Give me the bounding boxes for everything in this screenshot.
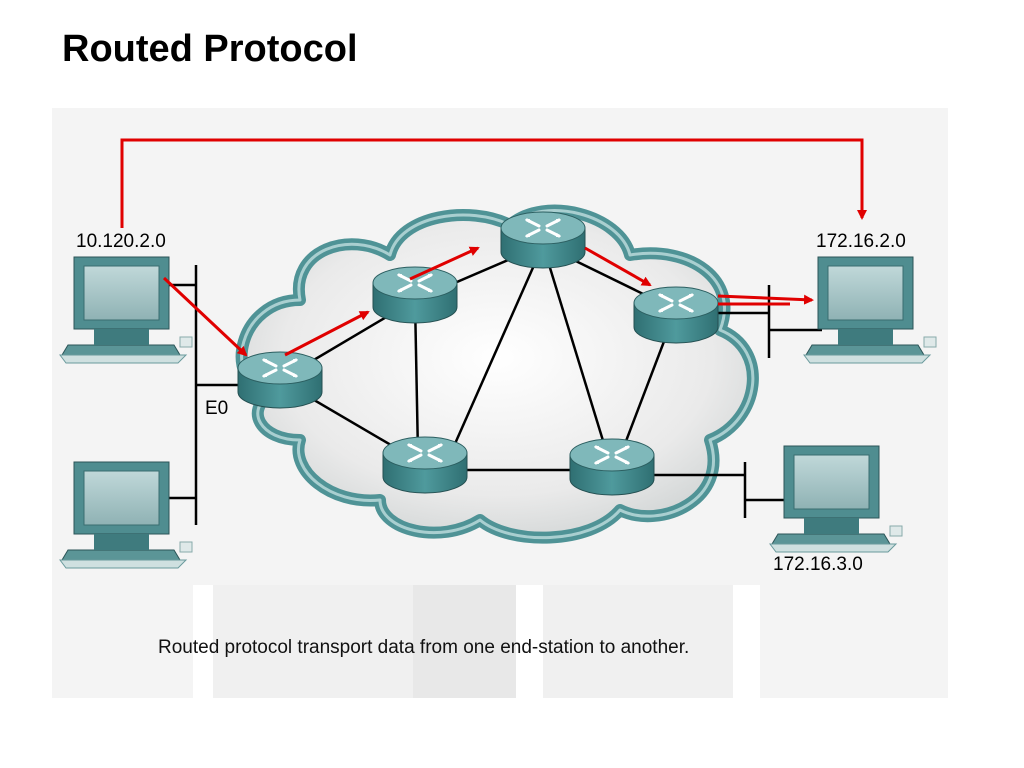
router-icon-bottom-right: [568, 437, 656, 497]
page-title: Routed Protocol: [62, 28, 358, 70]
interface-label: E0: [205, 398, 228, 419]
caption-bar: Routed protocol transport data from one …: [158, 585, 760, 698]
computer-icon-destination: [803, 256, 937, 364]
router-icon-bottom-left: [381, 435, 469, 495]
router-icon-right: [632, 285, 720, 345]
diagram-caption: Routed protocol transport data from one …: [158, 637, 689, 658]
computer-icon-bottom-left: [59, 461, 193, 569]
computer-icon-bottom-right: [769, 445, 903, 553]
data-path-arrows: [120, 138, 867, 357]
computer-icon-source: [59, 256, 193, 364]
router-icon-edge: [236, 350, 324, 410]
destination-network-label: 172.16.2.0: [816, 231, 906, 252]
source-network-label: 10.120.2.0: [76, 231, 166, 252]
other-network-label: 172.16.3.0: [773, 554, 863, 575]
router-icon-top: [499, 210, 587, 270]
